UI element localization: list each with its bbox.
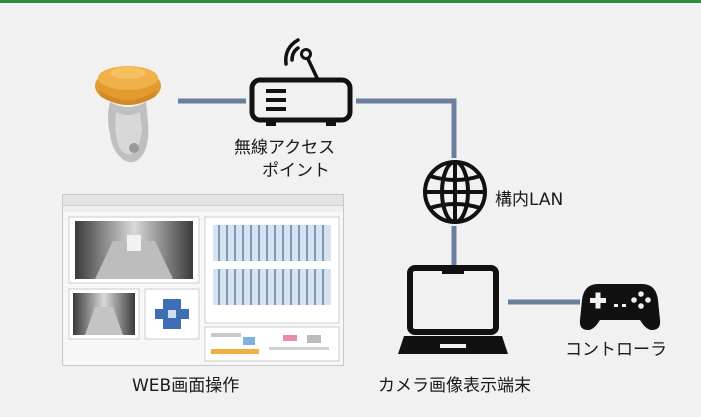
web-ui-screenshot [62,194,344,366]
web-ui-titlebar [63,195,343,206]
camera-list-grid [213,225,331,305]
globe-icon [423,160,487,224]
laptop-icon [398,265,508,354]
controller-label: コントローラ [565,340,667,360]
web-operation-label: WEB画面操作 [132,376,240,396]
top-accent-line [0,0,701,3]
terminal-label: カメラ画像表示端末 [378,376,531,396]
web-ui-toolbar [63,206,343,212]
dome-camera-icon [95,66,161,163]
wireless-router-icon [249,38,353,126]
web-ui-content [68,216,340,362]
gamepad-icon [579,284,661,330]
connector-router-lan [356,98,457,158]
access-point-label-line1: 無線アクセス [234,138,336,158]
access-point-label-line2: ポイント [262,161,330,181]
network-label: 構内LAN [495,190,564,210]
